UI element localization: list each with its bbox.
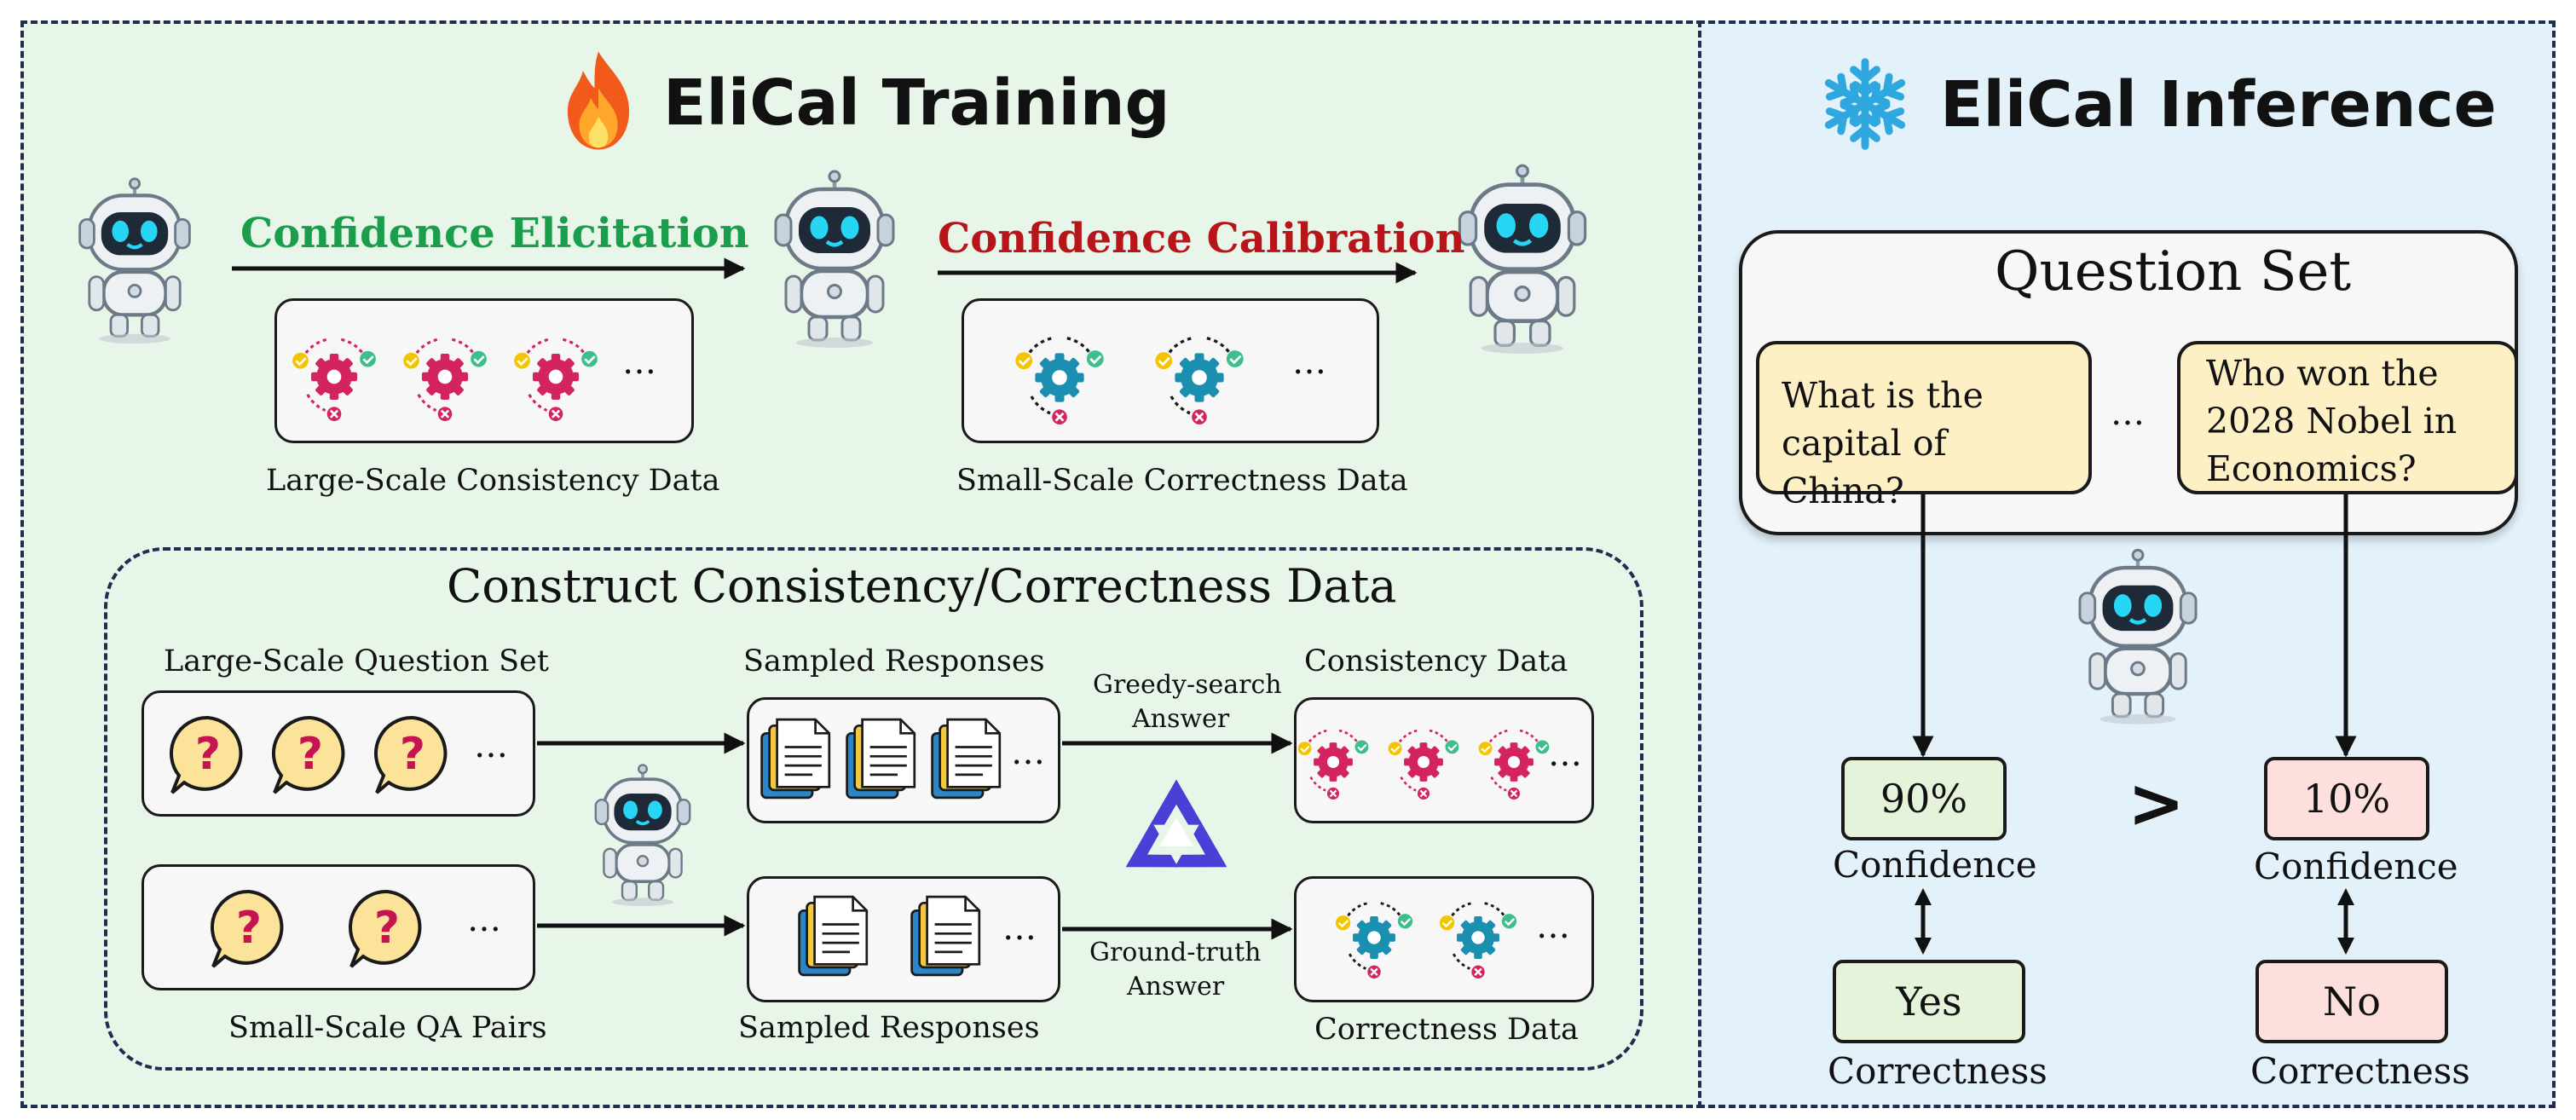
ellipsis: … xyxy=(1002,909,1038,948)
confidence-label-1: Confidence xyxy=(1833,844,2037,886)
greedy-search-answer-label-line2: Answer xyxy=(1132,704,1230,734)
qwen-logo-icon xyxy=(1125,779,1227,868)
consistency-data-box xyxy=(1294,697,1594,823)
confidence-calibration-label: Confidence Calibration xyxy=(938,215,1465,263)
confidence-label-2: Confidence xyxy=(2254,846,2458,887)
correctness-label-1: Correctness xyxy=(1828,1050,2048,1092)
small-scale-qa-pairs-label: Small-Scale QA Pairs xyxy=(228,1011,547,1045)
ellipsis: … xyxy=(1011,733,1047,772)
confidence-value-2: 10% xyxy=(2264,757,2429,840)
consistency-data-label: Consistency Data xyxy=(1304,644,1568,678)
training-title: EliCal Training xyxy=(663,66,1170,140)
question-card-1: What is the capital of China? xyxy=(1756,341,2092,511)
fire-icon xyxy=(567,51,630,150)
correctness-data-label: Correctness Data xyxy=(1314,1013,1579,1047)
ellipsis: … xyxy=(1536,907,1572,946)
large-scale-question-set-label: Large-Scale Question Set xyxy=(164,644,549,678)
ellipsis: … xyxy=(1292,343,1328,382)
ellipsis: … xyxy=(467,900,503,939)
correctness-value-1: Yes xyxy=(1833,960,2025,1043)
greedy-search-answer-label-line1: Greedy-search xyxy=(1093,670,1282,700)
inference-panel xyxy=(1698,20,2556,1108)
sampled-responses-bottom-label: Sampled Responses xyxy=(738,1011,1040,1045)
large-scale-consistency-data-caption: Large-Scale Consistency Data xyxy=(266,464,720,498)
ellipsis: … xyxy=(2111,394,2146,433)
small-scale-correctness-data-box xyxy=(962,298,1379,443)
sampled-responses-top-label: Sampled Responses xyxy=(743,644,1045,678)
correctness-label-2: Correctness xyxy=(2250,1050,2470,1092)
ground-truth-answer-label-line1: Ground-truth xyxy=(1089,938,1262,967)
correctness-data-box xyxy=(1294,876,1594,1002)
snowflake-icon xyxy=(1817,58,1913,152)
correctness-value-2: No xyxy=(2255,960,2448,1043)
confidence-value-1: 90% xyxy=(1841,757,2007,840)
ground-truth-answer-label-line2: Answer xyxy=(1127,972,1225,1002)
confidence-elicitation-label: Confidence Elicitation xyxy=(240,210,749,257)
small-scale-correctness-data-caption: Small-Scale Correctness Data xyxy=(956,464,1408,498)
small-scale-qa-pairs-box xyxy=(142,864,535,990)
inference-title: EliCal Inference xyxy=(1940,68,2497,141)
construct-data-title: Construct Consistency/Correctness Data xyxy=(447,559,1397,613)
comparison-symbol: > xyxy=(2128,764,2186,843)
ellipsis: … xyxy=(622,343,658,382)
question-card-2: Who won the 2028 Nobel in Economics? xyxy=(2177,341,2518,494)
construct-data-panel xyxy=(104,547,1643,1071)
ellipsis: … xyxy=(1548,735,1584,774)
question-set-title: Question Set xyxy=(1995,240,2352,303)
ellipsis: … xyxy=(474,726,510,765)
